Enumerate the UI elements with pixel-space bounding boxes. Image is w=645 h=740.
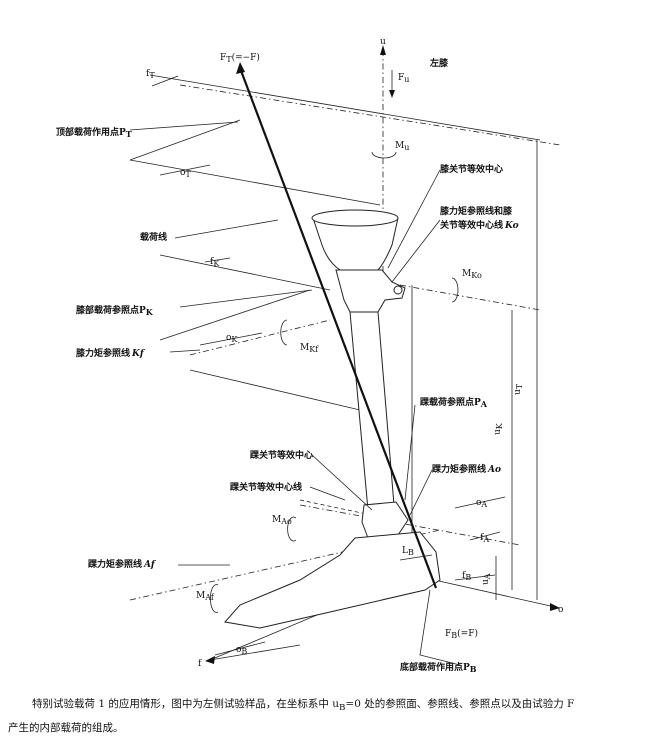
top-plane-edge-2 — [129, 119, 241, 161]
f-axis-label: f — [198, 659, 202, 669]
fu-label: Fu — [398, 73, 409, 84]
u-axis-label: u — [380, 37, 386, 47]
socket-rim — [311, 209, 399, 227]
oa-dim — [454, 496, 506, 509]
ot-label: oT — [180, 168, 191, 179]
shin-pylon — [349, 311, 395, 511]
knee-ref-kf — [189, 319, 331, 356]
ok-dim — [199, 332, 263, 346]
lb-dim — [399, 554, 433, 561]
ok-label: oK — [226, 333, 238, 344]
knee-plane-edge — [159, 254, 331, 291]
pt-leader — [129, 121, 239, 131]
ut-label: uT — [513, 383, 524, 395]
ao-leader — [409, 469, 433, 516]
fu-arrowhead-icon — [389, 90, 395, 98]
knee-pivot — [393, 285, 403, 295]
knee-plane-edge-2 — [159, 289, 311, 341]
figure-caption: 特别试验载荷 1 的应用情形，图中为左侧试验样品，在坐标系中 uB=0 处的参照… — [8, 694, 638, 738]
knee-center-label: 膝关节等效中心 — [440, 163, 503, 175]
ft-label: FT(=−F) — [220, 52, 260, 64]
ft-dim — [151, 75, 179, 87]
f-axis-arrow — [205, 656, 215, 664]
mko-moment-icon — [451, 277, 459, 303]
fa-label: fA — [480, 533, 489, 544]
ot-dim — [159, 164, 211, 176]
top-plane-dash — [179, 84, 561, 146]
oa-label: oA — [476, 498, 487, 509]
u-axis-arrow — [380, 45, 386, 55]
maf-moment-icon — [210, 584, 219, 613]
mkf-label: MKf — [300, 343, 319, 354]
fk-dim — [204, 257, 231, 263]
kf-leader — [169, 349, 201, 353]
lb-label: LB — [402, 546, 414, 557]
knee-ref-leader — [391, 219, 441, 283]
maf-label: MAf — [196, 591, 215, 602]
knee-load-point-label: 膝部载荷参照点PK — [76, 304, 154, 317]
ua-label: uA — [481, 573, 492, 585]
ob-dim — [214, 641, 266, 656]
ankle-load-point-label: 踝载荷参照点PA — [420, 396, 488, 409]
load-line — [238, 67, 438, 589]
fa-dim — [469, 531, 501, 541]
bottom-load-point-label: 底部载荷作用点PB — [400, 661, 477, 674]
top-load-point-label: 顶部载荷作用点PT — [56, 126, 132, 139]
knee-plane-dash — [399, 284, 541, 311]
top-plane-front — [129, 159, 381, 206]
ankle-ref-af — [129, 529, 441, 601]
load-line-label: 载荷线 — [140, 231, 167, 243]
left-knee-label: 左膝 — [429, 57, 449, 69]
knee-joint — [335, 269, 406, 313]
f-axis-line — [209, 644, 301, 661]
caption-line-1: 特别试验载荷 1 的应用情形，图中为左侧试验样品，在坐标系中 uB=0 处的参照… — [32, 698, 575, 714]
mko-label: MKo — [462, 269, 482, 280]
mao-label: MAo — [272, 515, 292, 526]
pa-leader — [404, 404, 416, 501]
mao-moment-icon — [287, 516, 297, 542]
ankle-ref-ao — [299, 504, 521, 546]
ob-label: oB — [236, 645, 247, 656]
load-line-leader — [174, 219, 279, 239]
ft-arrow — [236, 62, 245, 74]
o-axis-label: o — [558, 605, 563, 615]
knee-ref-line1: 膝力矩参照线和膝 — [440, 205, 513, 217]
ankle-center-leader — [311, 454, 373, 511]
foot — [224, 531, 441, 629]
fb-dim — [454, 574, 496, 581]
caption-line-2: 产生的内部载荷的组成。 — [8, 722, 124, 735]
top-plane-edge — [149, 74, 541, 141]
fk-label: fK — [210, 257, 220, 268]
mu-label: Mu — [395, 141, 409, 152]
uk-label: uK — [493, 422, 504, 435]
ft-dist-label: fT — [146, 69, 155, 80]
fb-force-label: FB(=F) — [445, 628, 478, 640]
mu-moment-icon — [371, 151, 397, 159]
ankle-line-leader — [309, 486, 346, 501]
knee-plane-front — [189, 369, 361, 411]
o-axis-arrow — [550, 603, 560, 611]
knee-center-leader — [387, 169, 441, 269]
ankle-center-line-label: 踝关节等效中心线 — [230, 481, 302, 493]
pk-leader — [179, 289, 313, 308]
mkf-moment-icon — [280, 319, 288, 346]
fb-label: fB — [462, 571, 471, 582]
pb-leader — [419, 589, 461, 666]
ankle-center-label: 踝关节等效中心 — [250, 449, 313, 461]
